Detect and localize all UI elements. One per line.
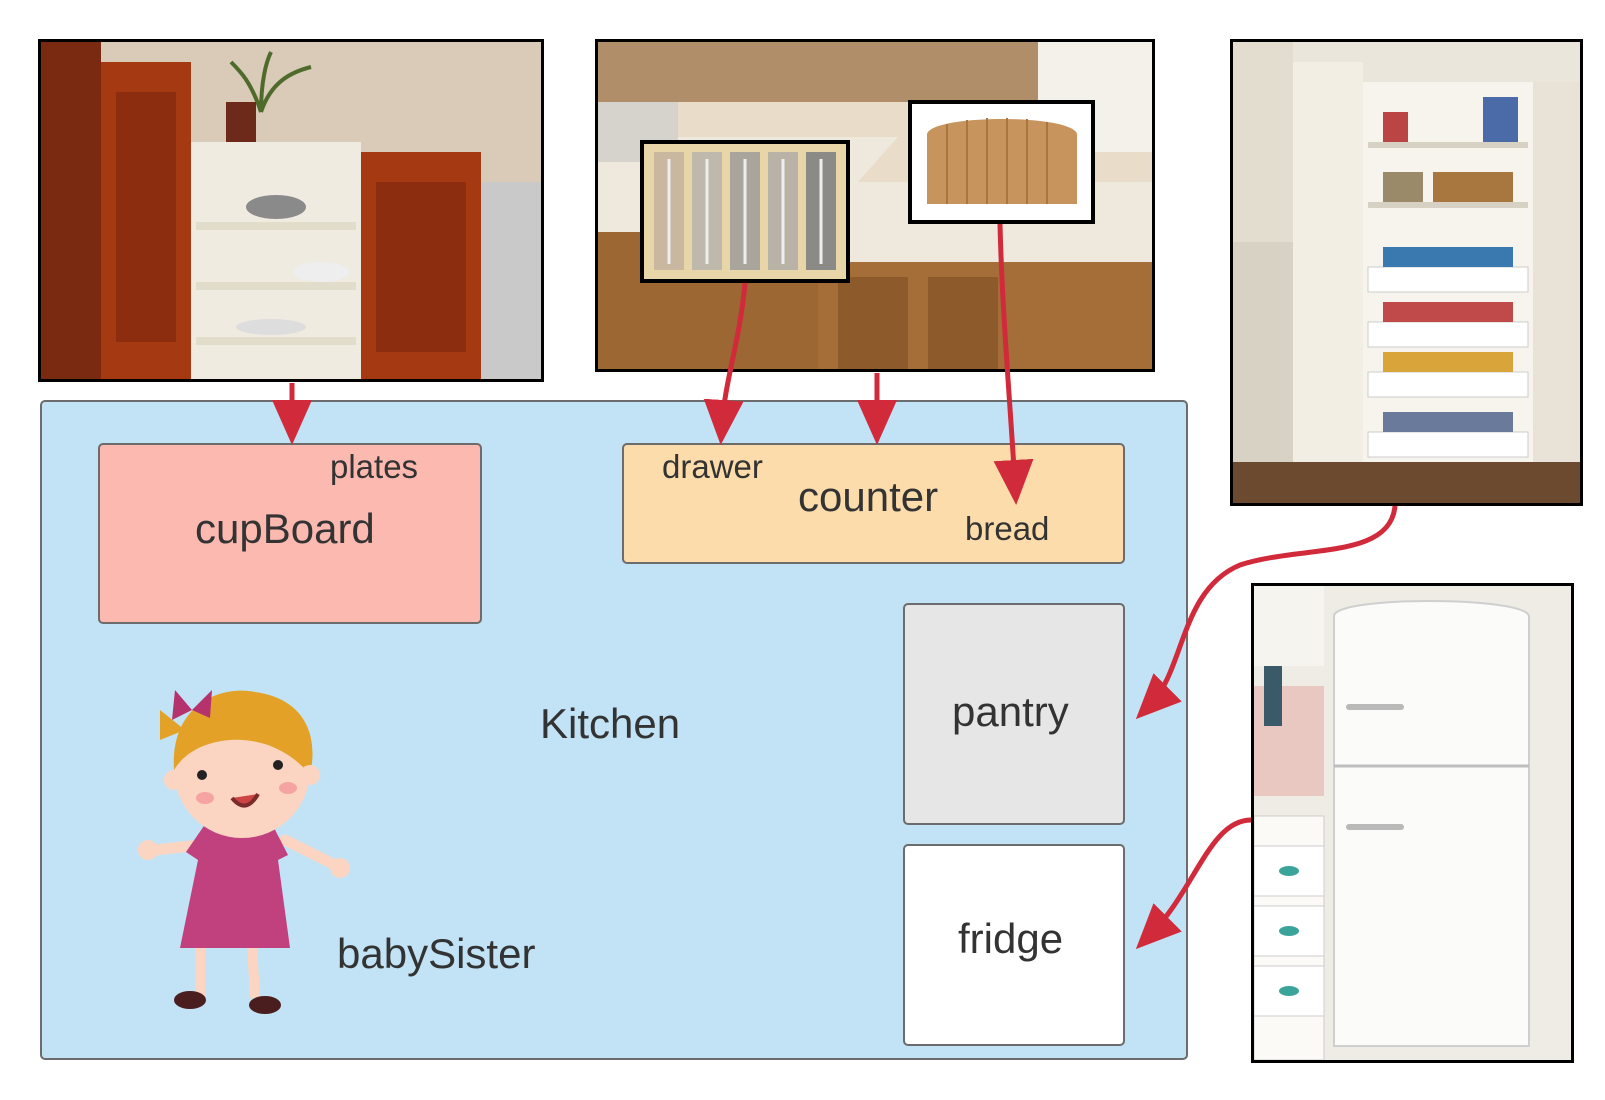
counter-label: counter [798,473,939,520]
arrow-bread-to-counter [993,223,1034,505]
pantry-photo [1230,39,1583,506]
cupboard-photo [38,39,544,382]
cupboard-label: cupBoard [195,505,375,552]
bread-photo [908,100,1095,224]
pantry-box [903,603,1125,825]
fridge-photo [1251,583,1574,1063]
bread-label: bread [965,510,1050,547]
baby-sister-label: babySister [337,930,536,977]
fridge-label: fridge [958,915,1064,962]
cupboard-box [98,443,482,624]
plates-label: plates [330,448,419,485]
kitchen-label: Kitchen [540,700,681,747]
baby-sister-illustration [138,690,350,1014]
arrow-fridge-photo-to-fridge [1135,817,1252,950]
pantry-label: pantry [952,688,1069,735]
drawer-photo [640,140,850,283]
drawer-label: drawer [662,448,763,485]
counter-box [622,443,1125,564]
arrow-drawer-to-counter [703,282,748,445]
arrow-pantry-photo-to-pantry [1135,505,1398,720]
fridge-box [903,844,1125,1046]
